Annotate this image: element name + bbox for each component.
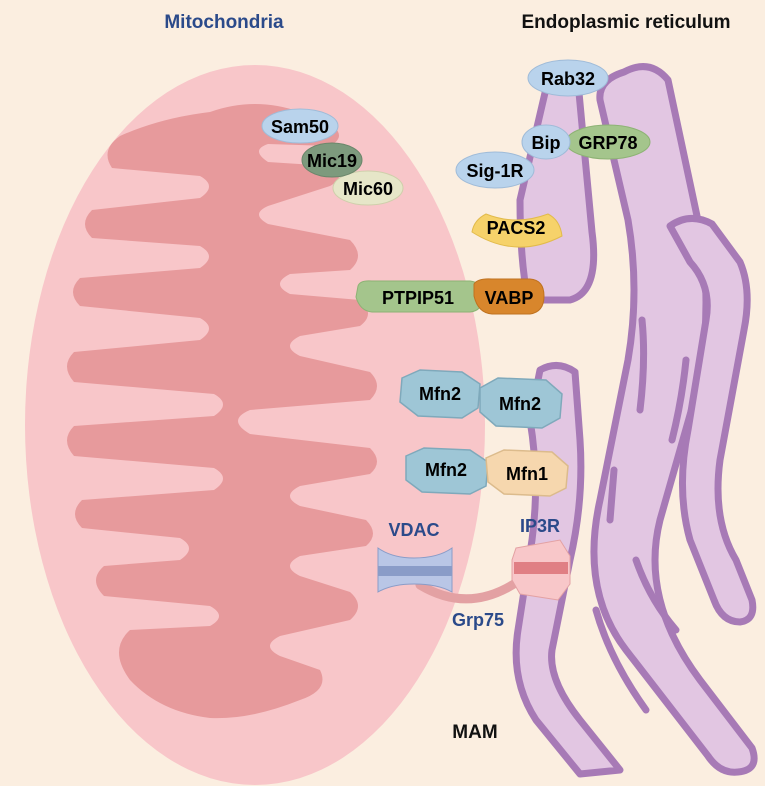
title-endoplasmic-reticulum: Endoplasmic reticulum xyxy=(521,12,730,33)
label-mfn2-a: Mfn2 xyxy=(419,384,461,404)
protein-sig1r: Sig-1R xyxy=(455,151,535,189)
label-ip3r: IP3R xyxy=(520,516,560,536)
er-slit-2 xyxy=(668,356,690,444)
protein-sam50: Sam50 xyxy=(261,108,339,144)
er-slit-4 xyxy=(632,556,680,634)
title-mitochondria: Mitochondria xyxy=(164,12,284,33)
protein-mic60: Mic60 xyxy=(332,170,404,206)
label-ptpip51: PTPIP51 xyxy=(382,288,454,308)
protein-vabp: VABP xyxy=(473,278,545,315)
protein-bip: Bip xyxy=(521,124,571,160)
channel-ip3r: IP3R xyxy=(511,516,571,601)
er-slit-1 xyxy=(636,316,648,414)
protein-rab32: Rab32 xyxy=(527,59,609,97)
label-bip: Bip xyxy=(532,133,561,153)
label-vabp: VABP xyxy=(485,288,534,308)
er-tube-right xyxy=(666,215,757,626)
protein-mfn2-upper-right: Mfn2 xyxy=(479,377,563,429)
label-grp75: Grp75 xyxy=(452,610,504,630)
label-sig1r: Sig-1R xyxy=(466,161,523,181)
label-mfn1: Mfn1 xyxy=(506,464,548,484)
protein-grp78: GRP78 xyxy=(565,124,651,160)
protein-mfn2-lower: Mfn2 xyxy=(405,447,489,495)
protein-mic19: Mic19 xyxy=(301,142,363,178)
mito-inner-matrix xyxy=(67,104,377,719)
label-grp78: GRP78 xyxy=(578,133,637,153)
label-rab32: Rab32 xyxy=(541,69,595,89)
label-mic19: Mic19 xyxy=(307,151,357,171)
mitochondrion xyxy=(25,65,485,785)
er-tube-top xyxy=(516,72,598,304)
label-vdac: VDAC xyxy=(388,520,439,540)
title-mam: MAM xyxy=(452,722,497,743)
protein-pacs2: PACS2 xyxy=(471,213,563,248)
label-sam50: Sam50 xyxy=(271,117,329,137)
protein-mfn2-upper-left: Mfn2 xyxy=(399,369,481,419)
label-mfn2-c: Mfn2 xyxy=(425,460,467,480)
er-slit-3 xyxy=(606,466,618,524)
channel-vdac: VDAC xyxy=(377,520,453,593)
label-mfn2-b: Mfn2 xyxy=(499,394,541,414)
grp75-tether xyxy=(415,575,525,604)
er-slit-5 xyxy=(592,606,650,714)
label-pacs2: PACS2 xyxy=(487,218,546,238)
protein-mfn1: Mfn1 xyxy=(485,449,569,497)
protein-ptpip51: PTPIP51 xyxy=(355,280,485,313)
label-mic60: Mic60 xyxy=(343,179,393,199)
mito-outer-membrane xyxy=(25,65,485,785)
